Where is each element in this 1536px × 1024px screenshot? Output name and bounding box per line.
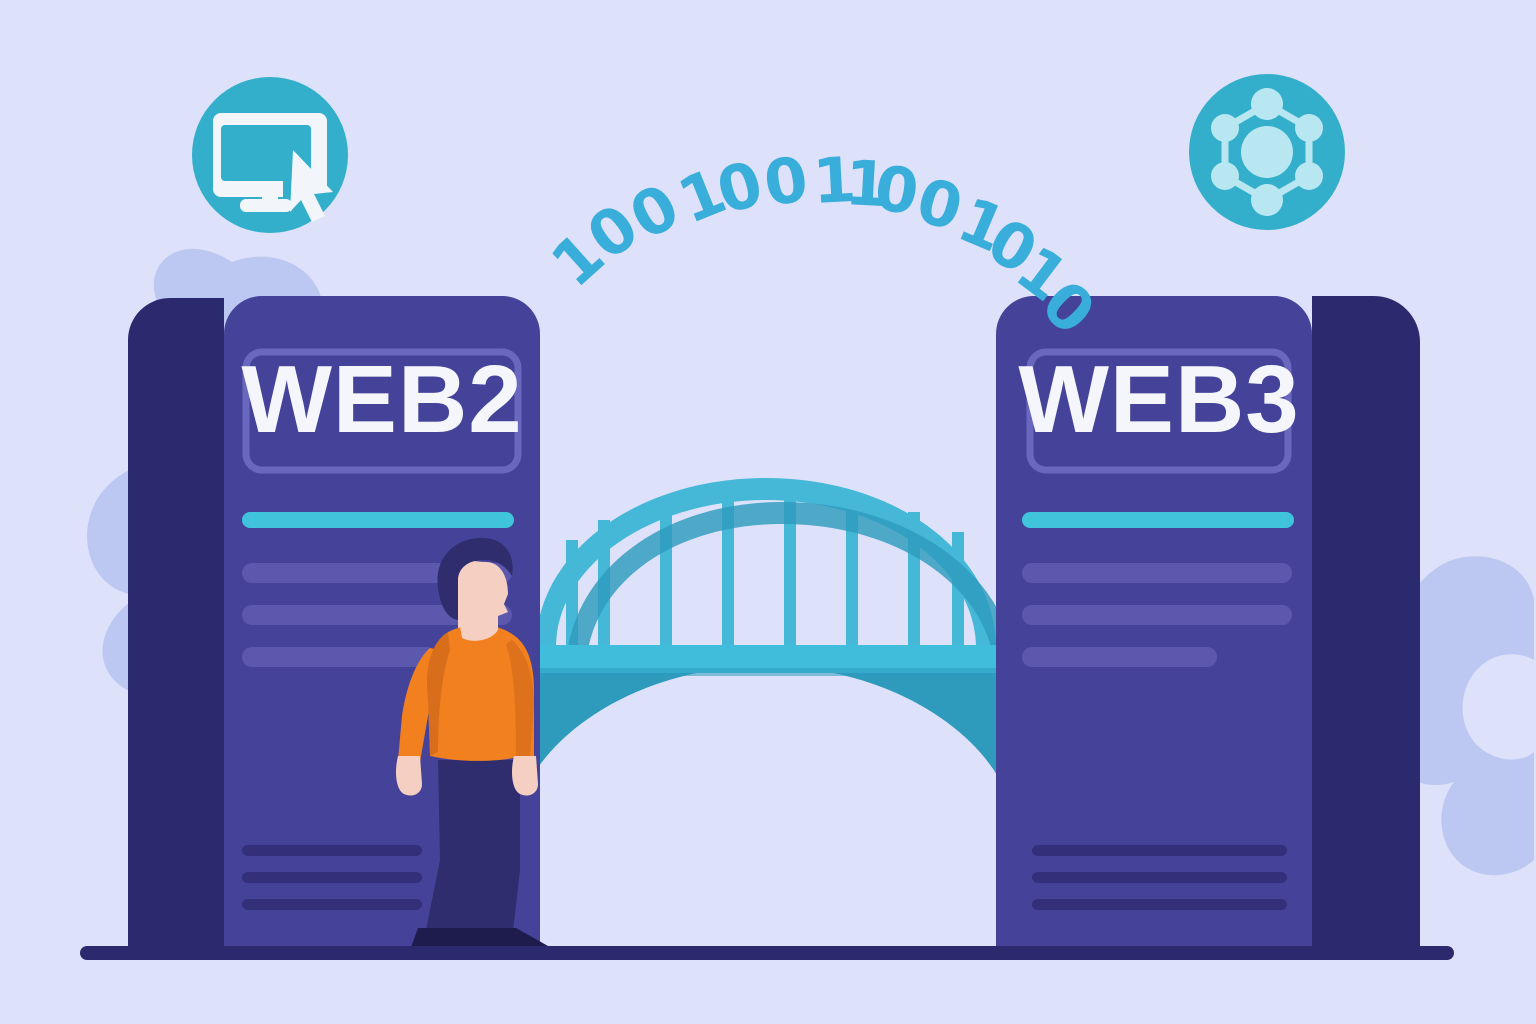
pillar-web3-dark-line: [1032, 872, 1287, 883]
pillar-web3-text-line: [1022, 647, 1217, 667]
pillar-web2-side: [128, 298, 224, 950]
pillar-web2-dark-line: [242, 845, 422, 856]
monitor-cursor-icon-badge[interactable]: [192, 77, 348, 233]
binary-digit: 0: [759, 142, 815, 221]
pillar-web2-accent-bar: [242, 512, 514, 528]
walking-man: [396, 537, 548, 952]
person-hand-back: [396, 756, 422, 796]
pillar-web3-dark-line: [1032, 899, 1287, 910]
pillar-web3-text-line: [1022, 563, 1292, 583]
pillar-web2-text-line: [242, 605, 512, 625]
binary-digit: 0: [870, 151, 926, 230]
pillar-web2-label-box: [242, 348, 522, 474]
pillar-web3-side: [1312, 296, 1420, 950]
pillar-web2-label: WEB2: [241, 346, 522, 453]
pillar-web2-dark-line: [242, 872, 422, 883]
person-face: [458, 560, 508, 641]
blockchain-network-icon-badge[interactable]: [1189, 74, 1345, 230]
pillar-web3-label: WEB3: [1018, 346, 1299, 453]
pillar-web3[interactable]: WEB3: [996, 296, 1420, 950]
binary-digit: 1: [811, 143, 860, 218]
pillar-web3-text-line: [1022, 605, 1292, 625]
ground-line: [80, 946, 1454, 960]
person-hand-front: [512, 756, 538, 796]
pillar-web2-text-line: [242, 647, 437, 667]
bridge-deck: [520, 645, 1010, 676]
bridge-under-arch: [520, 648, 1010, 778]
person-leg-front: [466, 760, 520, 940]
binary-digit: 1: [843, 146, 892, 221]
person-sweater-shadow: [506, 640, 534, 756]
monitor-cursor-icon: [213, 113, 333, 222]
person-shoe-back: [410, 928, 478, 950]
pillar-web3-label-box: [1026, 348, 1292, 474]
pillar-web3-dark-line: [1032, 845, 1287, 856]
person-hair: [437, 537, 513, 620]
blockchain-network-nodes: [1211, 88, 1323, 216]
leaf-decoration-right: [1385, 556, 1534, 876]
bridge-inner-arch-shadow: [566, 502, 1010, 670]
person-sweater-shadow: [426, 632, 450, 756]
pillar-web2-dark-line: [242, 899, 422, 910]
pillar-web3-accent-bar: [1022, 512, 1294, 528]
